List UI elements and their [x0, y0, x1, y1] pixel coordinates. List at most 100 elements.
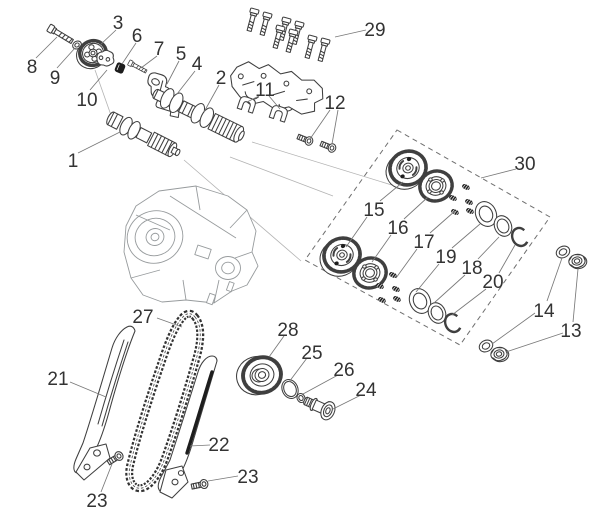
timing-chain: [125, 309, 205, 493]
leader-line-20: [498, 244, 516, 274]
leader-line-13: [505, 332, 564, 353]
cover-bolt: [315, 37, 331, 63]
leader-line-10: [89, 69, 108, 91]
leader-line-15: [345, 216, 368, 248]
part-label-9: 9: [50, 68, 61, 89]
part-label-1: 1: [68, 151, 79, 172]
leader-line-15: [379, 181, 404, 202]
part-label-23: 23: [237, 467, 258, 488]
leader-line-11: [268, 95, 281, 110]
leader-line-17: [395, 248, 418, 279]
leader-line-29: [334, 29, 367, 38]
timing-gear-16-top: [418, 169, 454, 203]
part-label-6: 6: [132, 26, 143, 47]
o-ring: [281, 378, 299, 400]
part-label-30: 30: [514, 154, 535, 175]
shim-washer-19-top: [474, 201, 498, 227]
leader-line-27: [156, 317, 183, 328]
leader-line-19: [451, 223, 481, 249]
part-label-28: 28: [277, 320, 298, 341]
leader-line-18: [433, 274, 466, 304]
cylinder-head: [123, 185, 259, 306]
set-screw: [318, 138, 338, 154]
leader-lines: [35, 29, 579, 493]
part-label-10: 10: [76, 90, 97, 111]
part-label-24: 24: [355, 380, 377, 401]
leader-line-6: [121, 42, 137, 65]
part-label-29: 29: [364, 20, 385, 41]
part-label-20: 20: [482, 272, 503, 293]
leader-line-18: [477, 236, 500, 260]
leader-line-11: [246, 95, 260, 103]
camshaft-2: [152, 88, 245, 143]
leader-line-7: [140, 55, 158, 69]
leader-line-26: [302, 374, 339, 395]
timing-gear-15-bottom: [319, 236, 362, 277]
leader-line-21: [69, 381, 107, 398]
cover-bolt: [257, 11, 273, 37]
part-label-16: 16: [387, 218, 408, 239]
leader-line-17: [429, 210, 456, 234]
part-label-12: 12: [324, 93, 345, 114]
leader-line-1: [77, 131, 121, 154]
leader-line-20: [451, 288, 487, 316]
shim-washer-18-bottom: [427, 302, 447, 324]
idler-spindle: [303, 396, 336, 421]
leader-line-14: [546, 257, 563, 302]
cover-bolt: [244, 7, 260, 33]
chain-tensioner-blade: [157, 355, 218, 499]
part-label-8: 8: [27, 57, 38, 78]
sprocket-bolt: [46, 23, 75, 46]
flat-washer: [553, 243, 573, 261]
set-screw: [295, 131, 315, 147]
leader-line-28: [268, 335, 285, 358]
leader-line-14: [491, 312, 536, 345]
snap-ring-bottom: [443, 312, 463, 334]
leader-line-13: [572, 268, 579, 323]
flange-nut: [489, 345, 511, 364]
part-label-26: 26: [333, 360, 354, 381]
cover-bolt: [302, 34, 318, 60]
flange-nut: [567, 252, 589, 271]
kit-outline-box: [304, 129, 551, 346]
part-label-21: 21: [47, 369, 68, 390]
shim-washer-19-bottom: [408, 288, 432, 314]
retainer-plate: [96, 49, 115, 67]
part-label-2: 2: [216, 68, 227, 89]
leader-line-8: [35, 36, 58, 59]
leader-line-23: [100, 463, 113, 493]
shim-washer-18-top: [493, 215, 513, 237]
part-label-25: 25: [301, 343, 322, 364]
timing-gear-16-bottom: [352, 256, 388, 290]
part-label-14: 14: [533, 301, 555, 322]
leader-line-24: [332, 394, 362, 410]
part-label-15: 15: [363, 200, 384, 221]
spacer-ring: [296, 392, 306, 404]
part-label-22: 22: [208, 435, 229, 456]
part-label-23: 23: [86, 491, 107, 511]
chain-guide: [73, 325, 136, 481]
part-label-18: 18: [461, 258, 482, 279]
camshaft-1: [106, 111, 181, 158]
leader-line-22: [189, 444, 211, 447]
part-label-27: 27: [132, 307, 153, 328]
leader-line-9: [56, 47, 76, 69]
guide-bolt: [190, 478, 210, 492]
part-label-7: 7: [154, 39, 165, 60]
part-label-13: 13: [560, 321, 581, 342]
part-label-11: 11: [255, 80, 275, 101]
timing-gear-15-top: [385, 149, 428, 190]
leader-line-4: [176, 70, 196, 95]
snap-ring-top: [510, 226, 530, 248]
leader-line-2: [203, 84, 220, 113]
cover-bolts: [244, 7, 331, 63]
part-label-3: 3: [113, 13, 124, 34]
small-bolt-7: [127, 59, 148, 75]
leader-line-30: [480, 168, 517, 179]
part-label-19: 19: [435, 247, 456, 268]
leader-line-12: [309, 109, 331, 140]
part-label-4: 4: [192, 54, 203, 75]
leader-line-3: [98, 29, 117, 47]
